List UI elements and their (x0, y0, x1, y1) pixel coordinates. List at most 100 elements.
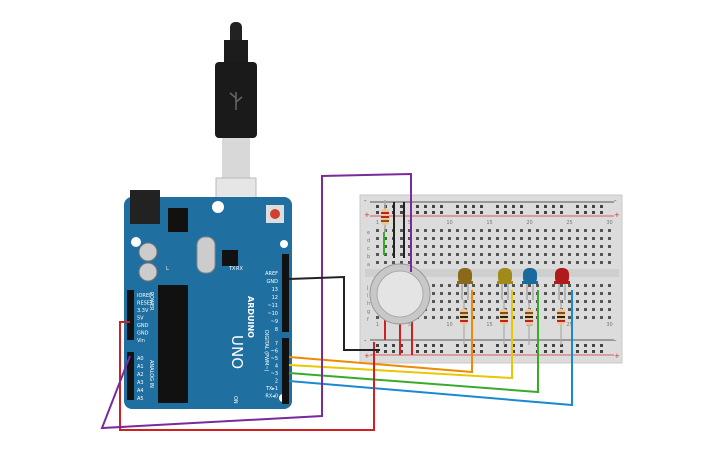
breadboard-hole[interactable] (584, 261, 587, 264)
breadboard-hole[interactable] (520, 261, 523, 264)
rail-hole[interactable] (416, 350, 419, 353)
rail-hole[interactable] (432, 344, 435, 347)
led-resistor[interactable] (525, 300, 533, 345)
breadboard-hole[interactable] (528, 292, 531, 295)
breadboard-hole[interactable] (528, 245, 531, 248)
led-3[interactable] (522, 268, 538, 300)
led-4[interactable] (554, 268, 570, 300)
rail-hole[interactable] (560, 205, 563, 208)
breadboard-hole[interactable] (512, 229, 515, 232)
breadboard-hole[interactable] (440, 292, 443, 295)
breadboard-hole[interactable] (456, 284, 459, 287)
rail-hole[interactable] (472, 205, 475, 208)
breadboard-hole[interactable] (448, 308, 451, 311)
breadboard-hole[interactable] (424, 237, 427, 240)
breadboard-hole[interactable] (504, 292, 507, 295)
rail-hole[interactable] (472, 344, 475, 347)
breadboard-hole[interactable] (560, 245, 563, 248)
breadboard-hole[interactable] (488, 245, 491, 248)
breadboard-hole[interactable] (440, 300, 443, 303)
breadboard-hole[interactable] (432, 292, 435, 295)
breadboard-hole[interactable] (472, 284, 475, 287)
breadboard-hole[interactable] (472, 292, 475, 295)
breadboard-hole[interactable] (552, 316, 555, 319)
breadboard-hole[interactable] (592, 261, 595, 264)
breadboard-hole[interactable] (544, 316, 547, 319)
rail-hole[interactable] (424, 350, 427, 353)
breadboard-hole[interactable] (536, 237, 539, 240)
breadboard-hole[interactable] (568, 292, 571, 295)
wire-orange[interactable] (288, 290, 473, 374)
breadboard-hole[interactable] (456, 237, 459, 240)
breadboard-hole[interactable] (560, 253, 563, 256)
breadboard-hole[interactable] (496, 253, 499, 256)
breadboard-hole[interactable] (552, 300, 555, 303)
breadboard-hole[interactable] (448, 300, 451, 303)
rail-hole[interactable] (480, 211, 483, 214)
rail-hole[interactable] (432, 350, 435, 353)
breadboard-hole[interactable] (448, 261, 451, 264)
breadboard-hole[interactable] (424, 245, 427, 248)
breadboard-hole[interactable] (592, 229, 595, 232)
breadboard-hole[interactable] (568, 229, 571, 232)
breadboard-hole[interactable] (584, 292, 587, 295)
breadboard-hole[interactable] (528, 284, 531, 287)
breadboard-hole[interactable] (536, 253, 539, 256)
breadboard-hole[interactable] (576, 253, 579, 256)
breadboard-hole[interactable] (416, 237, 419, 240)
breadboard-hole[interactable] (384, 253, 387, 256)
top-resistor[interactable] (381, 200, 389, 232)
breadboard-hole[interactable] (416, 253, 419, 256)
rail-hole[interactable] (552, 344, 555, 347)
rail-hole[interactable] (400, 205, 403, 208)
rail-hole[interactable] (440, 211, 443, 214)
breadboard-hole[interactable] (576, 261, 579, 264)
breadboard-hole[interactable] (504, 245, 507, 248)
breadboard-hole[interactable] (432, 245, 435, 248)
rail-hole[interactable] (512, 211, 515, 214)
breadboard-hole[interactable] (472, 229, 475, 232)
breadboard-hole[interactable] (440, 245, 443, 248)
breadboard-hole[interactable] (608, 245, 611, 248)
breadboard-hole[interactable] (440, 316, 443, 319)
breadboard-hole[interactable] (448, 229, 451, 232)
breadboard-hole[interactable] (552, 292, 555, 295)
rail-hole[interactable] (520, 344, 523, 347)
usb-cable[interactable] (215, 22, 257, 217)
rail-hole[interactable] (536, 211, 539, 214)
breadboard-hole[interactable] (376, 253, 379, 256)
breadboard-hole[interactable] (464, 261, 467, 264)
rail-hole[interactable] (464, 344, 467, 347)
breadboard-hole[interactable] (520, 245, 523, 248)
breadboard-hole[interactable] (416, 245, 419, 248)
breadboard-hole[interactable] (512, 261, 515, 264)
rail-hole[interactable] (416, 344, 419, 347)
rail-hole[interactable] (544, 211, 547, 214)
breadboard-hole[interactable] (568, 316, 571, 319)
breadboard-hole[interactable] (384, 261, 387, 264)
breadboard-hole[interactable] (528, 237, 531, 240)
rail-hole[interactable] (424, 205, 427, 208)
analog-header[interactable] (127, 352, 134, 400)
breadboard-hole[interactable] (504, 253, 507, 256)
breadboard-hole[interactable] (504, 300, 507, 303)
breadboard-hole[interactable] (488, 253, 491, 256)
breadboard-hole[interactable] (560, 261, 563, 264)
breadboard-hole[interactable] (600, 261, 603, 264)
breadboard-hole[interactable] (536, 245, 539, 248)
rail-hole[interactable] (424, 344, 427, 347)
rail-hole[interactable] (552, 350, 555, 353)
rail-hole[interactable] (504, 344, 507, 347)
breadboard-hole[interactable] (520, 300, 523, 303)
rail-hole[interactable] (600, 205, 603, 208)
breadboard-hole[interactable] (544, 237, 547, 240)
breadboard-hole[interactable] (496, 300, 499, 303)
breadboard-hole[interactable] (592, 300, 595, 303)
breadboard-hole[interactable] (432, 237, 435, 240)
breadboard-hole[interactable] (432, 300, 435, 303)
breadboard-hole[interactable] (472, 245, 475, 248)
rail-hole[interactable] (600, 350, 603, 353)
rail-hole[interactable] (416, 211, 419, 214)
breadboard-hole[interactable] (376, 245, 379, 248)
breadboard-hole[interactable] (432, 229, 435, 232)
